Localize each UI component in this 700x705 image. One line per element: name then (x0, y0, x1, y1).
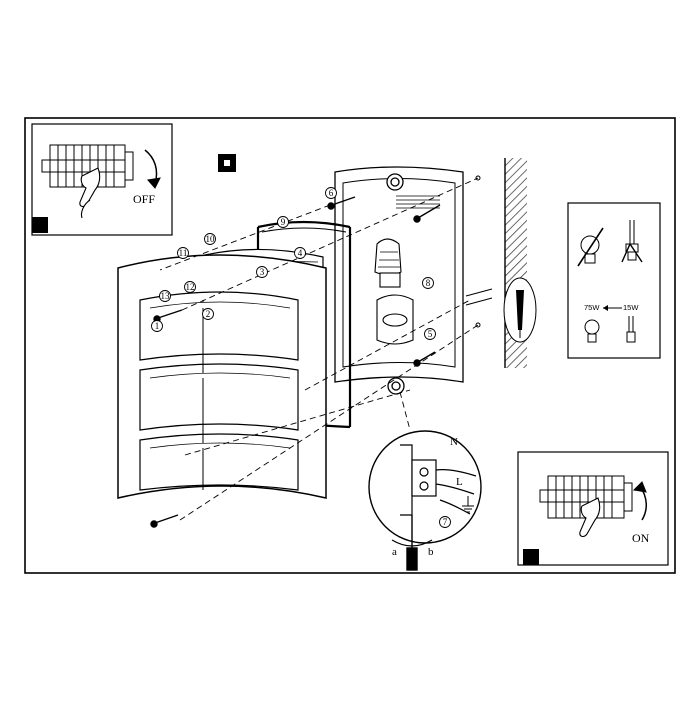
neutral-wire-label: N (450, 436, 458, 448)
step-callout-2: 2 (206, 309, 211, 319)
on-label: ON (632, 531, 650, 545)
energy-saving-bulb-icon (621, 220, 643, 263)
step-callout-4: 4 (298, 248, 303, 258)
step-callout-6: 6 (329, 188, 334, 198)
step-callout-ring-2 (202, 308, 214, 320)
direction-a-label: a (392, 546, 397, 558)
front-cover (117, 254, 327, 499)
step-callout-7: 7 (443, 517, 448, 527)
housing-screw (413, 204, 441, 223)
outer-frame (24, 117, 676, 574)
hand-icon (79, 167, 101, 219)
incandescent-bulb-icon (584, 319, 600, 343)
wall-screws (465, 175, 493, 328)
step-marker-off (32, 217, 48, 233)
step-callout-8: 8 (426, 278, 431, 288)
watt-from-label: 75W (584, 303, 600, 312)
step-callout-10: 10 (206, 234, 216, 244)
step-callout-ring-13 (159, 290, 171, 302)
lamp-bulb (374, 238, 402, 288)
direction-b-label: b (428, 546, 434, 558)
cover-screw-bottom (150, 514, 179, 528)
cfl-bulb-icon (626, 316, 636, 343)
breaker-icon-on (539, 475, 633, 519)
step-callout-ring-4 (294, 247, 306, 259)
step-callout-ring-9 (277, 216, 289, 228)
step-callout-ring-12 (184, 281, 196, 293)
step-callout-ring-11 (177, 247, 189, 259)
step-callout-1: 1 (155, 321, 160, 331)
lamp-socket (376, 294, 414, 345)
step-callout-ring-6 (325, 187, 337, 199)
step-callout-11: 11 (179, 248, 188, 258)
wall-plug-icon (503, 277, 537, 343)
step-callout-12: 12 (186, 282, 195, 292)
step-callout-ring-7 (439, 516, 451, 528)
watt-to-label: 15W (623, 303, 639, 312)
step-callout-5: 5 (428, 329, 433, 339)
step-callout-ring-10 (204, 233, 216, 245)
power-on-inset: ON (517, 451, 669, 566)
assembly-guide-lines (159, 177, 479, 521)
step-callout-13: 13 (161, 291, 171, 301)
hand-icon-on (579, 497, 601, 537)
wiring-detail: N L (368, 430, 482, 544)
step-callout-ring-8 (422, 277, 434, 289)
step-callout-9: 9 (281, 217, 286, 227)
earth-symbol-icon (462, 496, 474, 513)
step-callout-ring-5 (424, 328, 436, 340)
off-label: OFF (133, 192, 155, 206)
no-incandescent-icon (577, 227, 604, 267)
step-callout-3: 3 (260, 267, 265, 277)
step-callout-ring-3 (256, 266, 268, 278)
screwdriver-icon (406, 515, 418, 571)
power-off-inset: OFF (31, 123, 173, 236)
rotate-arrow-icon (391, 539, 433, 547)
socket-fixing-screw (413, 351, 436, 367)
bulb-info-panel: 75W 15W (567, 202, 661, 359)
live-wire-label: L (456, 476, 463, 488)
step-callout-ring-1 (151, 320, 163, 332)
step-marker-on (523, 549, 539, 565)
